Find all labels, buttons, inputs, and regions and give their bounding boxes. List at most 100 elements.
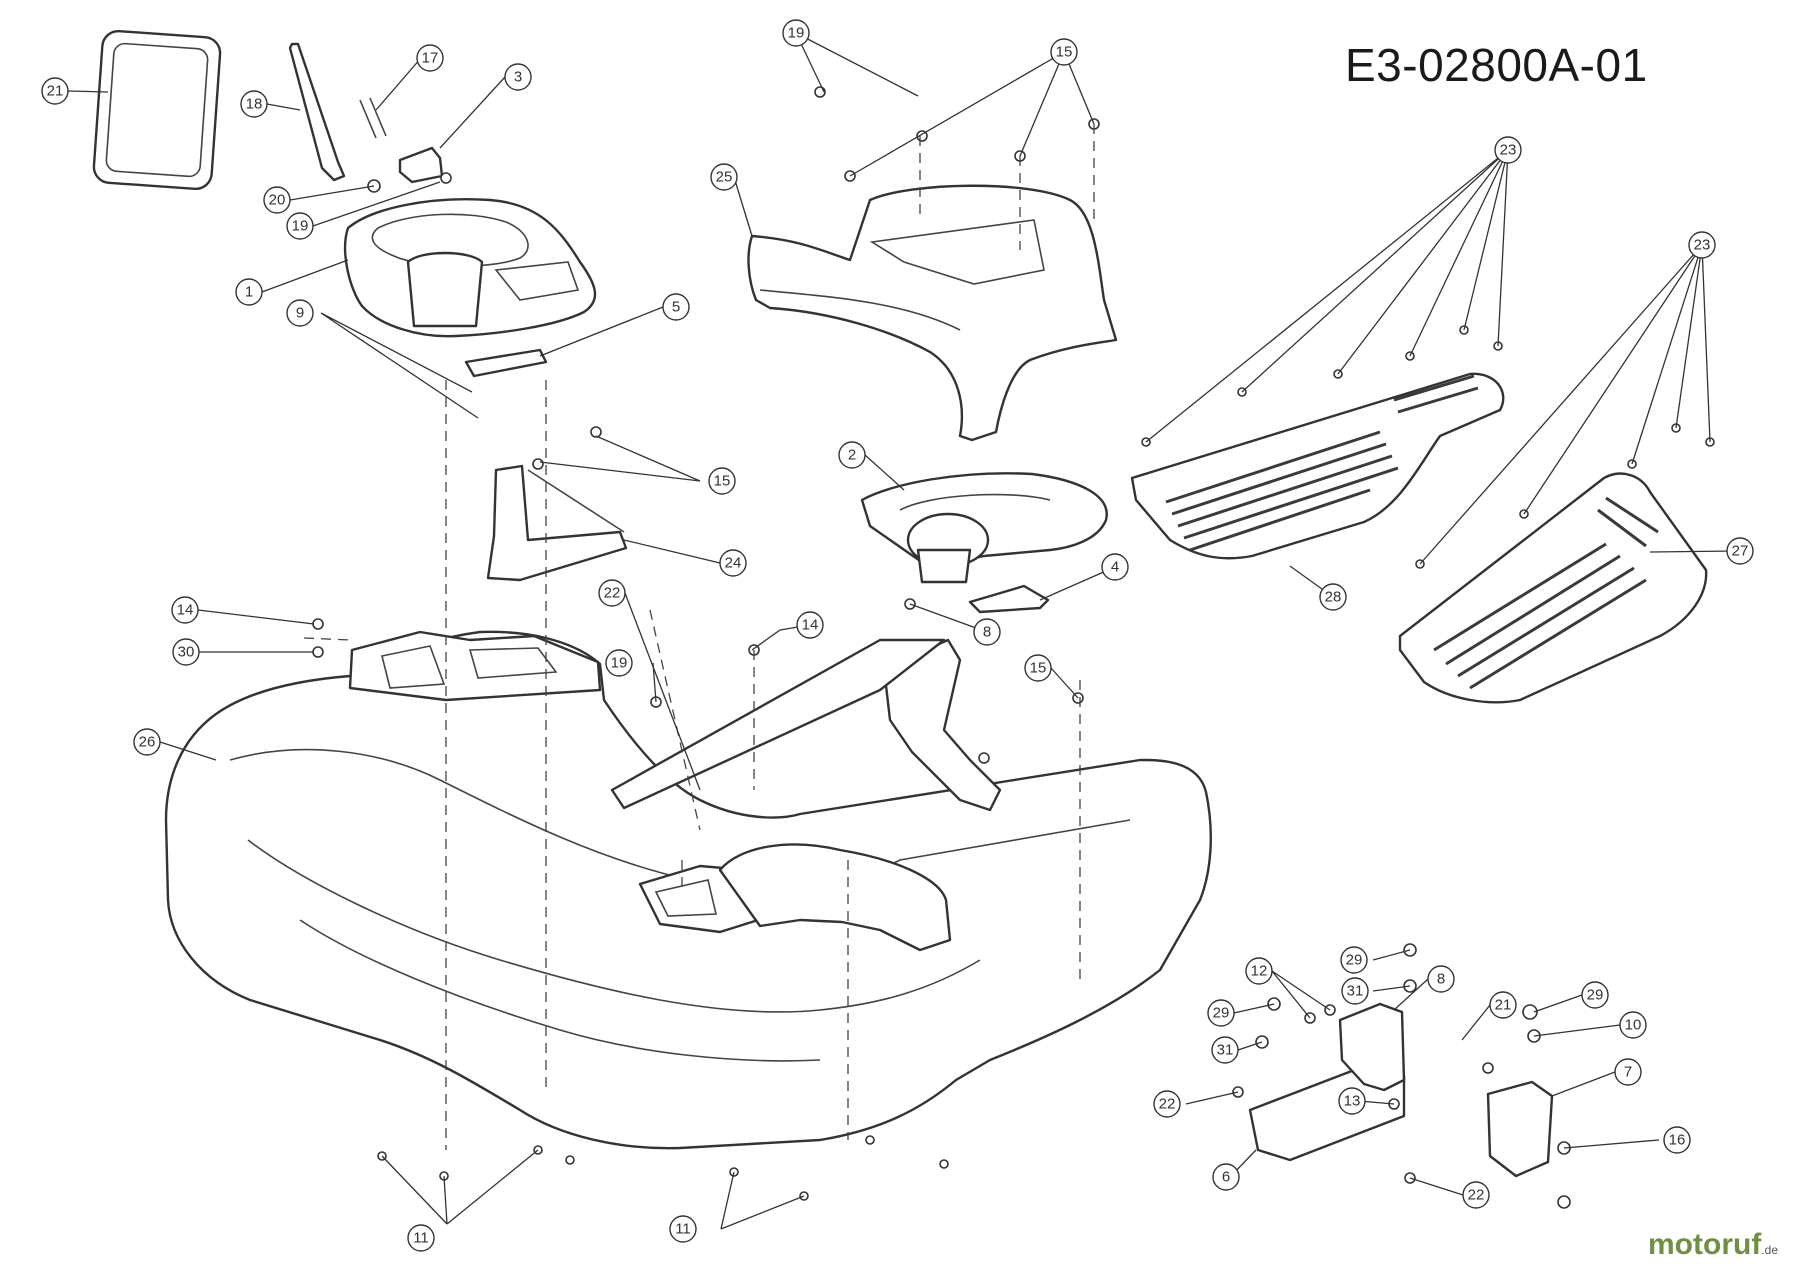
svg-text:17: 17	[422, 50, 439, 67]
mat-right-grille	[1433, 496, 1659, 690]
svg-text:8: 8	[1437, 971, 1445, 988]
callout-23: 23	[1494, 136, 1522, 164]
part-24-bracket	[486, 464, 628, 582]
svg-text:15: 15	[1030, 660, 1047, 677]
svg-text:29: 29	[1587, 987, 1604, 1004]
part-21-frame	[92, 29, 222, 191]
svg-text:7: 7	[1624, 1064, 1632, 1081]
callout-25: 25	[710, 163, 738, 191]
svg-text:15: 15	[714, 473, 731, 490]
svg-text:6: 6	[1222, 1169, 1230, 1186]
svg-text:3: 3	[514, 69, 522, 86]
svg-text:22: 22	[1468, 1187, 1485, 1204]
svg-text:5: 5	[672, 299, 680, 316]
part-23-floor-mat-left	[1130, 372, 1505, 560]
svg-text:23: 23	[1500, 142, 1517, 159]
svg-text:21: 21	[1495, 997, 1512, 1014]
part-5-plate	[464, 348, 548, 378]
callout-19: 19	[605, 649, 633, 677]
svg-text:24: 24	[725, 555, 742, 572]
callout-10: 10	[1619, 1011, 1647, 1039]
svg-text:11: 11	[675, 1221, 691, 1238]
callout-3: 3	[504, 63, 532, 91]
callout-5: 5	[662, 293, 690, 321]
svg-text:14: 14	[177, 602, 194, 619]
callout-9: 9	[286, 299, 314, 327]
svg-text:27: 27	[1732, 543, 1749, 560]
part-17-pins	[359, 97, 387, 139]
svg-text:10: 10	[1625, 1017, 1642, 1034]
svg-text:31: 31	[1217, 1042, 1234, 1059]
watermark-suffix: .de	[1761, 1243, 1778, 1257]
svg-text:21: 21	[47, 83, 64, 100]
callout-22: 22	[598, 579, 626, 607]
callout-15: 15	[1024, 654, 1052, 682]
callout-21: 21	[1489, 991, 1517, 1019]
part-18-rod	[288, 42, 346, 182]
callout-7: 7	[1614, 1058, 1642, 1086]
part-26-body-shell	[164, 630, 1212, 1150]
callout-30: 30	[172, 638, 200, 666]
part-4-clip	[968, 584, 1050, 614]
part-27-floor-mat-right	[1398, 472, 1708, 704]
svg-text:28: 28	[1325, 589, 1342, 606]
leader-lines	[67, 32, 1736, 1230]
part-10-bracket	[1338, 1002, 1406, 1092]
svg-text:15: 15	[1056, 44, 1073, 61]
part-2-console-middle	[860, 472, 1108, 584]
svg-text:2: 2	[848, 447, 856, 464]
mat-left-grille	[1165, 374, 1479, 552]
callout-12: 12	[1245, 957, 1273, 985]
callout-13: 13	[1338, 1087, 1366, 1115]
svg-text:1: 1	[245, 284, 253, 301]
callout-15: 15	[1050, 38, 1078, 66]
callout-1: 1	[235, 278, 263, 306]
svg-text:9: 9	[296, 305, 304, 322]
callout-20: 20	[263, 186, 291, 214]
callout-29: 29	[1581, 981, 1609, 1009]
svg-text:20: 20	[269, 192, 286, 209]
watermark-logo: motoruf.de	[1648, 1228, 1778, 1262]
svg-text:19: 19	[611, 655, 628, 672]
callout-11: 11	[669, 1215, 697, 1243]
svg-text:8: 8	[983, 624, 991, 641]
svg-text:14: 14	[802, 617, 819, 634]
svg-text:13: 13	[1344, 1093, 1361, 1110]
callout-21: 21	[41, 77, 69, 105]
part-7-bracket	[1486, 1080, 1554, 1178]
callout-31: 31	[1211, 1036, 1239, 1064]
callout-24: 24	[719, 549, 747, 577]
svg-text:22: 22	[1159, 1096, 1176, 1113]
callout-8: 8	[973, 618, 1001, 646]
svg-text:25: 25	[716, 169, 733, 186]
callout-2: 2	[838, 441, 866, 469]
svg-text:18: 18	[246, 96, 263, 113]
callout-22: 22	[1462, 1181, 1490, 1209]
callout-31: 31	[1341, 977, 1369, 1005]
assembly-dashed-lines	[303, 124, 1095, 1150]
svg-text:30: 30	[178, 644, 195, 661]
callout-8: 8	[1427, 965, 1455, 993]
svg-text:19: 19	[292, 218, 309, 235]
callout-22: 22	[1153, 1090, 1181, 1118]
callout-27: 27	[1726, 537, 1754, 565]
callout-29: 29	[1207, 999, 1235, 1027]
callout-11: 11	[407, 1224, 435, 1252]
svg-text:4: 4	[1111, 559, 1119, 576]
diagram-code: E3-02800A-01	[1345, 39, 1648, 91]
svg-text:16: 16	[1669, 1132, 1686, 1149]
svg-text:29: 29	[1346, 952, 1363, 969]
svg-text:23: 23	[1694, 237, 1711, 254]
svg-text:22: 22	[604, 585, 621, 602]
callout-19: 19	[286, 212, 314, 240]
callout-19: 19	[782, 19, 810, 47]
callout-14: 14	[796, 611, 824, 639]
callout-15: 15	[708, 467, 736, 495]
callout-14: 14	[171, 596, 199, 624]
callout-16: 16	[1663, 1126, 1691, 1154]
part-25-dash-cover	[747, 184, 1118, 442]
callout-4: 4	[1101, 553, 1129, 581]
callout-28: 28	[1319, 583, 1347, 611]
svg-text:29: 29	[1213, 1005, 1230, 1022]
